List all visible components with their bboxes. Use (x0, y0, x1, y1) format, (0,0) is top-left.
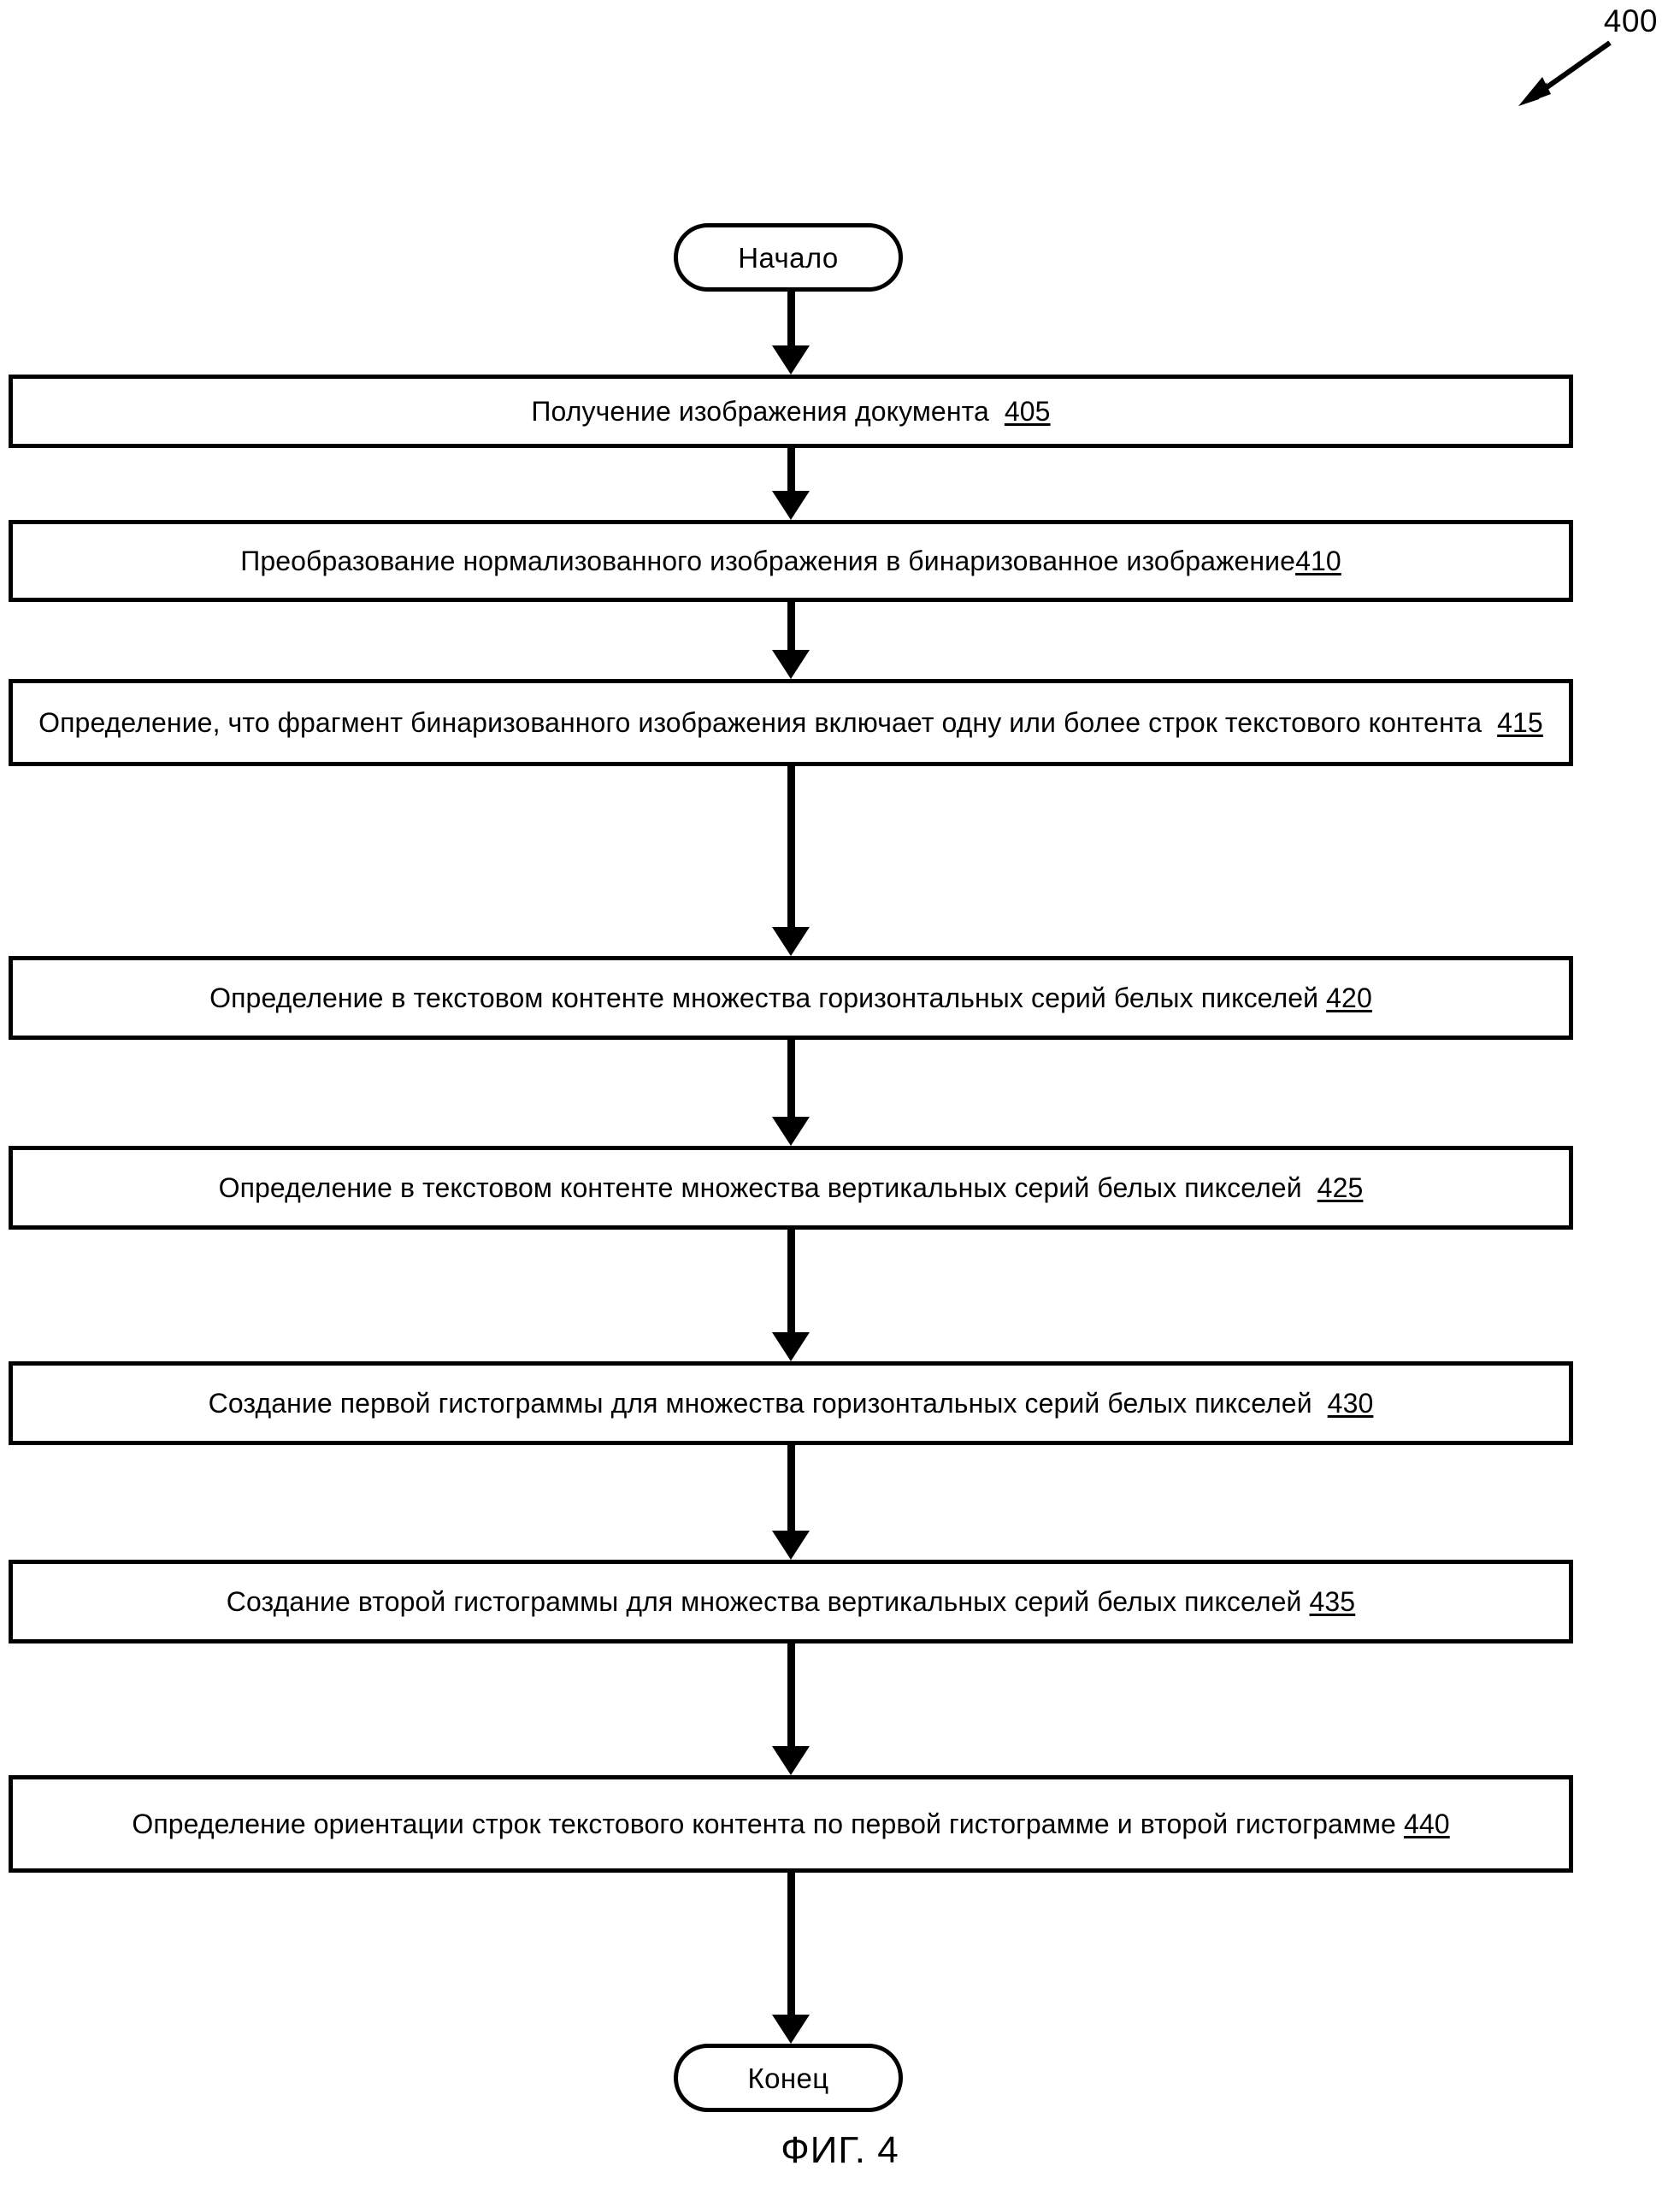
arrowhead-420-to-425 (772, 1117, 810, 1146)
process-box-415-text: Определение, что фрагмент бинаризованног… (38, 706, 1543, 738)
connector-420-to-425 (787, 1040, 795, 1118)
process-box-415[interactable]: Определение, что фрагмент бинаризованног… (9, 679, 1573, 766)
arrowhead-start-to-405 (772, 345, 810, 375)
process-box-410-text: Преобразование нормализованного изображе… (240, 545, 1341, 576)
process-box-430-text: Создание первой гистограммы для множеств… (208, 1387, 1374, 1419)
process-box-420-text: Определение в текстовом контенте множест… (209, 982, 1372, 1013)
arrowhead-430-to-435 (772, 1531, 810, 1560)
process-box-430[interactable]: Создание первой гистограммы для множеств… (9, 1361, 1573, 1445)
start-node-label: Начало (738, 241, 839, 274)
process-box-440[interactable]: Определение ориентации строк текстового … (9, 1775, 1573, 1873)
process-box-440-text: Определение ориентации строк текстового … (132, 1808, 1450, 1839)
process-box-425[interactable]: Определение в текстовом контенте множест… (9, 1146, 1573, 1230)
process-box-435-text: Создание второй гистограммы для множеств… (226, 1585, 1356, 1617)
arrowhead-440-to-end (772, 2015, 810, 2044)
process-box-415-ref: 415 (1497, 706, 1543, 738)
connector-415-to-420 (787, 766, 795, 929)
diagonal-arrow-icon (1518, 40, 1612, 106)
connector-405-to-410 (787, 448, 795, 493)
figure-reference-number: 400 (1603, 3, 1658, 38)
process-box-435-ref: 435 (1309, 1585, 1356, 1617)
connector-440-to-end (787, 1873, 795, 2016)
connector-435-to-440 (787, 1643, 795, 1748)
process-box-405-text: Получение изображения документа 405 (531, 395, 1051, 427)
process-box-425-text: Определение в текстовом контенте множест… (218, 1171, 1364, 1203)
arrowhead-415-to-420 (772, 927, 810, 956)
process-box-405[interactable]: Получение изображения документа 405 (9, 375, 1573, 448)
arrowhead-410-to-415 (772, 650, 810, 679)
process-box-420[interactable]: Определение в текстовом контенте множест… (9, 956, 1573, 1040)
process-box-425-ref: 425 (1317, 1171, 1364, 1203)
connector-425-to-430 (787, 1230, 795, 1334)
flowchart-end-node[interactable]: Конец (674, 2044, 903, 2112)
process-box-405-ref: 405 (1004, 395, 1051, 427)
process-box-440-ref: 440 (1403, 1808, 1450, 1839)
connector-430-to-435 (787, 1445, 795, 1532)
arrowhead-435-to-440 (772, 1746, 810, 1775)
process-box-410-ref: 410 (1295, 545, 1341, 576)
figure-caption: ФИГ. 4 (781, 2129, 899, 2171)
process-box-435[interactable]: Создание второй гистограммы для множеств… (9, 1560, 1573, 1643)
end-node-label: Конец (747, 2062, 829, 2094)
arrowhead-405-to-410 (772, 491, 810, 520)
arrowhead-425-to-430 (772, 1332, 810, 1361)
flowchart-start-node[interactable]: Начало (674, 223, 903, 292)
connector-start-to-405 (787, 292, 795, 348)
process-box-430-ref: 430 (1327, 1387, 1374, 1419)
connector-410-to-415 (787, 602, 795, 652)
process-box-420-ref: 420 (1326, 982, 1372, 1013)
process-box-410[interactable]: Преобразование нормализованного изображе… (9, 520, 1573, 602)
